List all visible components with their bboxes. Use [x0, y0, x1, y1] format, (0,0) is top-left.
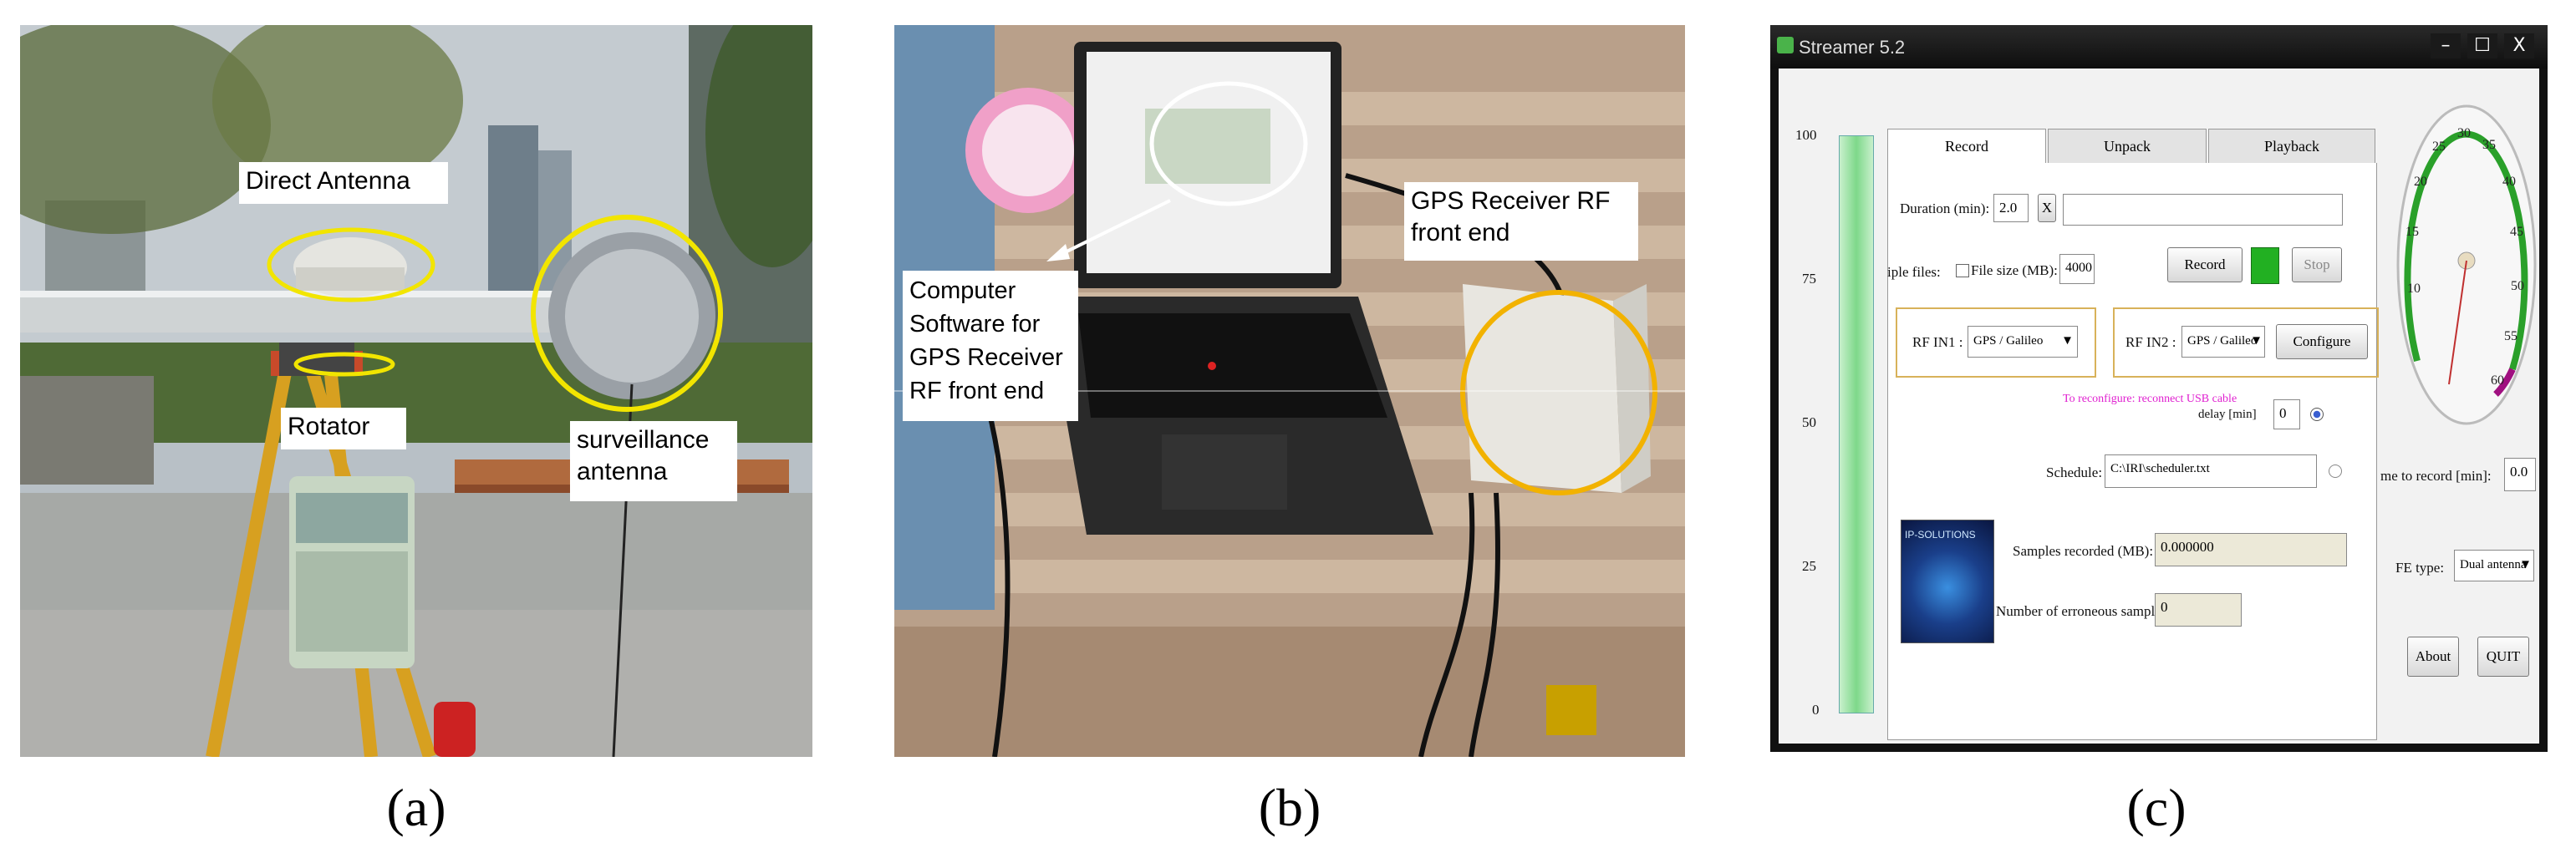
surveillance-antenna-marker [531, 215, 723, 412]
window-client: 100 75 50 25 0 Record Unpack Playback Du… [1779, 69, 2539, 744]
samples-label: Samples recorded (MB): [2013, 543, 2154, 559]
gauge-tick-35: 35 [2482, 138, 2496, 152]
reconfigure-note: To reconfigure: reconnect USB cable [2063, 393, 2237, 405]
time-to-record-label: me to record [min]: [2380, 468, 2492, 484]
file-size-input[interactable]: 4000 [2059, 254, 2095, 284]
app-icon [1777, 37, 1794, 53]
label-gps-receiver: GPS Receiver RF front end [1404, 182, 1638, 261]
front-end-marker [1460, 290, 1657, 495]
maximize-button[interactable]: ☐ [2467, 33, 2497, 58]
gauge-tick-15: 15 [2405, 225, 2419, 239]
streamer-window: Streamer 5.2 – ☐ X 100 75 50 25 0 Record… [1770, 25, 2548, 752]
caption-a: (a) [386, 778, 446, 837]
direct-antenna-marker [267, 227, 435, 302]
fe-type-select[interactable]: Dual antenna▼ [2454, 550, 2534, 581]
pointer-arrow [1051, 199, 1171, 261]
label-surveillance-antenna: surveillance antenna [570, 421, 737, 501]
gauge-tick-10: 10 [2407, 282, 2421, 296]
ip-solutions-logo: IP-SOLUTIONS [1901, 520, 1994, 643]
file-size-checkbox[interactable] [1956, 264, 1969, 277]
fe-type-label: FE type: [2395, 560, 2445, 576]
record-status-led [2251, 247, 2279, 284]
scale-50: 50 [1802, 414, 1816, 430]
logo-text: IP-SOLUTIONS [1905, 529, 1976, 541]
rf-in2-group [2113, 307, 2379, 378]
fe-type-dropdown-icon: ▼ [2519, 558, 2532, 571]
schedule-input[interactable]: C:\IRI\scheduler.txt [2105, 454, 2317, 488]
rf-in2-value: GPS / Galileo [2187, 334, 2258, 348]
duration-label: Duration (min): [1900, 201, 1990, 216]
duration-clear-button[interactable]: X [2038, 194, 2056, 222]
caption-b: (b) [1258, 778, 1321, 837]
rf-in1-dropdown-icon: ▼ [2061, 334, 2074, 348]
errors-value: 0 [2155, 593, 2242, 627]
rf-in1-group [1896, 307, 2096, 378]
gauge-needle [2448, 260, 2467, 385]
scale-75: 75 [1802, 271, 1816, 287]
window-titlebar: Streamer 5.2 – ☐ X [1770, 25, 2548, 69]
photo-panel-a: Direct Antenna Rotator surveillance ante… [20, 25, 812, 757]
schedule-radio[interactable] [2329, 464, 2342, 478]
file-size-label: File size (MB): [1971, 262, 2058, 278]
multiple-files-label: iple files: [1887, 264, 1941, 280]
rf-in2-label: RF IN2 : [2125, 334, 2176, 350]
record-button[interactable]: Record [2167, 247, 2243, 282]
buffer-progress-bar [1839, 135, 1874, 713]
time-to-record-input[interactable]: 0.0 [2504, 458, 2536, 491]
gauge-tick-20: 20 [2414, 175, 2427, 189]
about-button[interactable]: About [2407, 637, 2459, 677]
delay-radio[interactable] [2310, 408, 2324, 421]
gauge-tick-45: 45 [2510, 225, 2523, 239]
minimize-button[interactable]: – [2431, 33, 2461, 58]
duration-extra-field[interactable] [2063, 194, 2343, 226]
rotator-marker [293, 352, 395, 377]
gauge-tick-55: 55 [2504, 329, 2517, 343]
label-rotator: Rotator [281, 408, 406, 449]
software-marker [1149, 81, 1308, 206]
samples-value: 0.000000 [2155, 533, 2347, 566]
laptop-photo-b [894, 25, 1685, 757]
configure-button[interactable]: Configure [2276, 324, 2368, 359]
duration-input[interactable]: 2.0 [1993, 194, 2029, 222]
rf-in2-dropdown-icon: ▼ [2250, 334, 2263, 348]
scale-100: 100 [1795, 127, 1817, 143]
gauge-tick-40: 40 [2502, 175, 2516, 189]
scale-0: 0 [1812, 702, 1820, 718]
window-title: Streamer 5.2 [1799, 37, 1906, 58]
tab-record[interactable]: Record [1887, 129, 2046, 164]
tab-playback[interactable]: Playback [2208, 129, 2375, 164]
label-computer-software: Computer Software for GPS Receiver RF fr… [903, 271, 1078, 421]
gauge-tick-30: 30 [2457, 126, 2471, 140]
rooftop-photo-a [20, 25, 812, 757]
delay-input[interactable]: 0 [2273, 399, 2300, 429]
rf-in1-value: GPS / Galileo [1973, 334, 2044, 348]
gauge-tick-60: 60 [2491, 373, 2504, 388]
gauge-tick-labels: 15 20 25 30 35 40 45 50 55 60 10 [2405, 126, 2524, 388]
photo-panel-b: GPS Receiver RF front end Computer Softw… [894, 25, 1685, 757]
quit-button[interactable]: QUIT [2477, 637, 2529, 677]
scale-25: 25 [1802, 558, 1816, 574]
stop-button[interactable]: Stop [2292, 247, 2342, 282]
rf-in1-label: RF IN1 : [1912, 334, 1963, 350]
label-direct-antenna: Direct Antenna [239, 162, 448, 204]
caption-c: (c) [2126, 778, 2187, 837]
delay-label: delay [min] [2198, 408, 2257, 421]
gauge-tick-50: 50 [2511, 279, 2524, 293]
fe-type-value: Dual antenna [2460, 558, 2527, 571]
errors-label: Number of erroneous samples: [1996, 603, 2171, 619]
gauge-tick-25: 25 [2432, 140, 2446, 154]
close-button[interactable]: X [2504, 33, 2534, 58]
tab-unpack[interactable]: Unpack [2048, 129, 2207, 164]
time-gauge: 15 20 25 30 35 40 45 50 55 60 10 [2396, 104, 2537, 425]
rf-in2-select[interactable]: GPS / Galileo▼ [2181, 326, 2265, 358]
rf-in1-select[interactable]: GPS / Galileo ▼ [1968, 326, 2078, 358]
schedule-label: Schedule: [2046, 464, 2103, 480]
